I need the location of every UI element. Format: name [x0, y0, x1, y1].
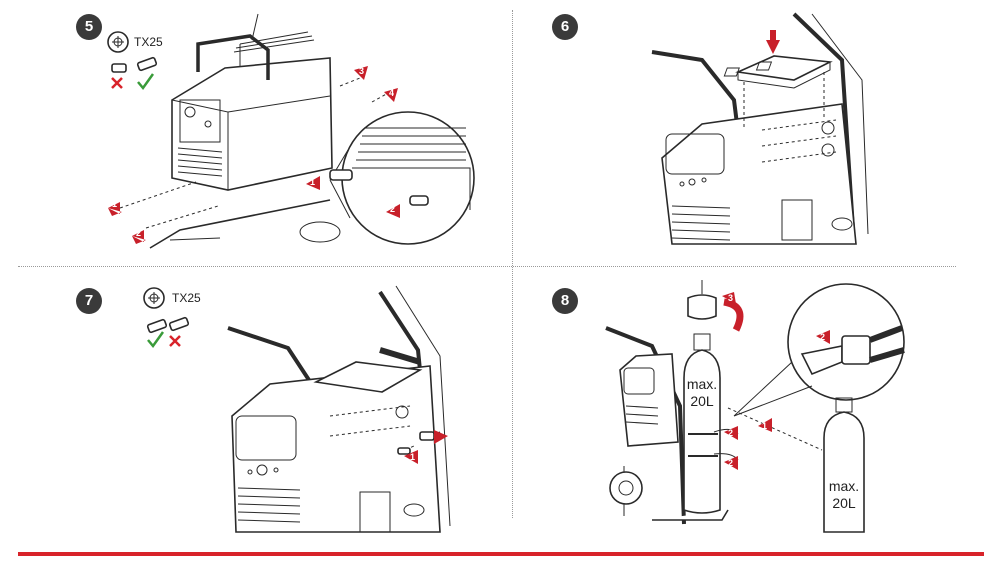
- callout-2b: 2: [728, 458, 734, 468]
- callout-2: 2: [728, 428, 734, 438]
- tool-label: TX25: [134, 35, 163, 49]
- arrow-callout-icon: [108, 66, 400, 244]
- footer-accent-bar: [18, 552, 984, 556]
- cylinder-capacity-label: max. 20L: [686, 376, 718, 409]
- callout-3: 3: [728, 293, 734, 303]
- check-icon: [137, 73, 155, 91]
- step-7-illustration: [143, 285, 451, 533]
- callout-2: 2: [136, 228, 142, 238]
- callout-1-zoom: 1: [310, 177, 316, 187]
- screw-icon: [146, 316, 190, 334]
- tool-label: TX25: [172, 291, 201, 305]
- loose-cylinder-capacity-label: max. 20L: [828, 478, 860, 511]
- callout-2-zoom: 2: [820, 332, 826, 342]
- torx-bit-icon: [107, 31, 129, 53]
- step-6-illustration: [651, 12, 869, 245]
- step-5-illustration: [107, 13, 475, 249]
- callout-1: 1: [112, 199, 118, 209]
- step-number: 6: [552, 14, 578, 40]
- check-icon: [147, 331, 165, 349]
- step-8-panel: 8: [512, 266, 984, 550]
- step-number: 5: [76, 14, 102, 40]
- step-number: 7: [76, 288, 102, 314]
- arrow-callout-icon: [404, 430, 448, 464]
- step-8-illustration: [605, 280, 905, 533]
- step-number: 8: [552, 288, 578, 314]
- horizontal-divider: [18, 266, 956, 267]
- callout-1: 1: [762, 421, 768, 431]
- callout-2-zoom: 2: [390, 204, 396, 214]
- torx-bit-icon: [143, 287, 165, 309]
- arrow-callout-icon: [766, 30, 780, 54]
- vertical-divider: [512, 10, 513, 518]
- step-6-panel: 6: [512, 0, 984, 266]
- callout-4: 4: [389, 88, 395, 98]
- step-5-panel: 5: [0, 0, 512, 266]
- callout-3: 3: [359, 66, 365, 76]
- callout-1: 1: [410, 452, 416, 462]
- arrow-callout-icon: [722, 292, 830, 470]
- step-7-panel: 7: [0, 266, 512, 550]
- screw-icon: [111, 56, 158, 73]
- cross-icon: [111, 77, 123, 89]
- cross-icon: [169, 335, 181, 347]
